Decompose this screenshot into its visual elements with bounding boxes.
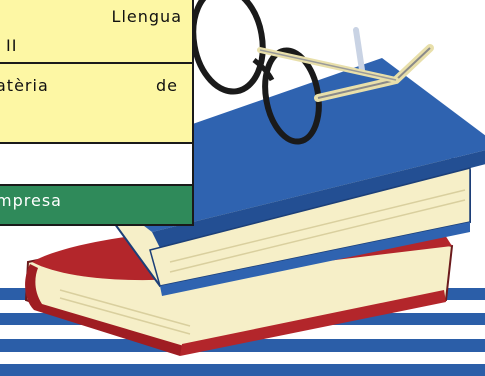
subject-info-box: Llengua II atèria de mpresa xyxy=(0,0,194,226)
stripe xyxy=(0,364,485,376)
empty-row xyxy=(0,144,192,186)
company-row: mpresa xyxy=(0,186,192,224)
blue-book xyxy=(110,58,485,296)
subject-word: Llengua xyxy=(111,7,182,26)
materia-word: atèria xyxy=(0,76,49,95)
materia-connector: de xyxy=(156,76,178,95)
glasses-icon xyxy=(190,0,434,145)
company-label: mpresa xyxy=(0,191,62,210)
subject-numeral: II xyxy=(6,36,18,55)
stripe xyxy=(0,339,485,352)
subject-row: Llengua II xyxy=(0,0,192,64)
materia-row: atèria de xyxy=(0,64,192,144)
